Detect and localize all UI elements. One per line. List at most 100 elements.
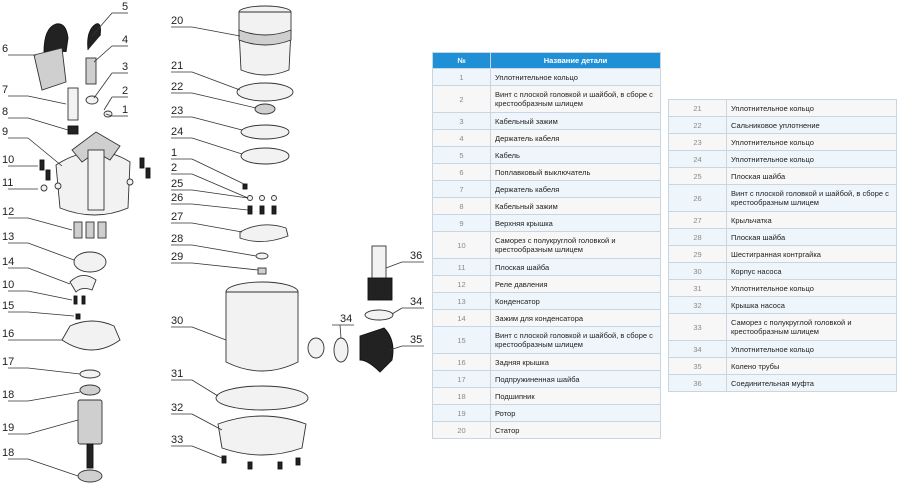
row-number: 25 (668, 167, 727, 185)
callout-20: 20 (171, 15, 183, 27)
callout-8: 8 (2, 106, 8, 118)
row-number: 11 (432, 258, 491, 276)
screws-26-part (247, 205, 277, 215)
callout-21: 21 (171, 60, 183, 72)
row-number: 2 (432, 85, 491, 113)
spring-washer-part (79, 369, 101, 379)
callout-36: 36 (410, 250, 422, 262)
callout-31: 31 (171, 368, 183, 380)
row-number: 22 (668, 116, 727, 134)
callout-18b: 18 (2, 447, 14, 459)
callout-2a: 2 (122, 85, 128, 97)
callout-18a: 18 (2, 389, 14, 401)
row-number: 12 (432, 275, 491, 293)
header-name: Название детали (490, 52, 661, 69)
header-num: № (432, 52, 491, 69)
exploded-pump-diagram: 5 6 4 3 2 1 7 8 9 10 11 12 13 14 10 15 1… (2, 1, 424, 483)
callout-3: 3 (122, 61, 128, 73)
callout-35: 35 (410, 334, 422, 346)
row-number: 17 (432, 370, 491, 388)
callout-30: 30 (171, 315, 183, 327)
bearing-lower-part (77, 469, 103, 483)
callout-5: 5 (122, 1, 128, 13)
callout-34b: 34 (340, 313, 352, 325)
row-part-name: Реле давления (490, 275, 661, 293)
capacitor-part (73, 251, 107, 273)
row-part-name: Корпус насоса (726, 262, 897, 280)
row-number: 32 (668, 296, 727, 314)
row-number: 33 (668, 313, 727, 341)
coupling-part (367, 245, 393, 301)
row-number: 10 (432, 231, 491, 259)
pressure-relay-part (73, 221, 107, 239)
cable-clamp-part (85, 95, 99, 105)
row-part-name: Уплотнительное кольцо (726, 99, 897, 117)
screws-15-part (73, 295, 86, 320)
callout-29: 29 (171, 251, 183, 263)
washers-25-part (242, 183, 277, 201)
row-number: 15 (432, 326, 491, 354)
screws-10-part (39, 157, 151, 181)
callout-22: 22 (171, 81, 183, 93)
cable-holder-2-part (67, 87, 79, 121)
row-number: 6 (432, 163, 491, 181)
row-number: 8 (432, 197, 491, 215)
row-part-name: Держатель кабеля (490, 129, 661, 147)
callout-6: 6 (2, 43, 8, 55)
row-part-name: Плоская шайба (726, 167, 897, 185)
cable-holder-part (85, 57, 97, 85)
row-number: 28 (668, 228, 727, 246)
callout-32: 32 (171, 402, 183, 414)
float-switch-part (33, 23, 69, 91)
callout-28: 28 (171, 233, 183, 245)
pump-housing-part (225, 281, 325, 372)
capacitor-clamp-part (69, 275, 97, 293)
row-part-name: Винт с плоской головкой и шайбой, в сбор… (490, 326, 661, 354)
callout-14: 14 (2, 256, 14, 268)
callout-13: 13 (2, 231, 14, 243)
gland-seal-part (254, 103, 276, 115)
o-ring-24-part (240, 147, 290, 165)
row-number: 23 (668, 133, 727, 151)
callout-26: 26 (171, 192, 183, 204)
pipe-elbow-part (359, 327, 394, 373)
row-part-name: Плоская шайба (490, 258, 661, 276)
row-number: 21 (668, 99, 727, 117)
row-part-name: Задняя крышка (490, 353, 661, 371)
row-number: 29 (668, 245, 727, 263)
row-part-name: Сальниковое уплотнение (726, 116, 897, 134)
row-number: 18 (432, 387, 491, 405)
callout-1a: 1 (122, 104, 128, 116)
row-part-name: Плоская шайба (726, 228, 897, 246)
cable-clamp-2-part (67, 125, 79, 135)
callout-24: 24 (171, 126, 183, 138)
row-part-name: Винт с плоской головкой и шайбой, в сбор… (490, 85, 661, 113)
o-ring-31-part (215, 385, 309, 411)
bearing-part (79, 384, 101, 396)
pump-cover-part (217, 415, 307, 456)
rear-cover-part (61, 320, 121, 351)
row-part-name: Винт с плоской головкой и шайбой, в сбор… (726, 184, 897, 212)
row-number: 3 (432, 112, 491, 130)
table-header-row: № Название детали (432, 52, 661, 69)
